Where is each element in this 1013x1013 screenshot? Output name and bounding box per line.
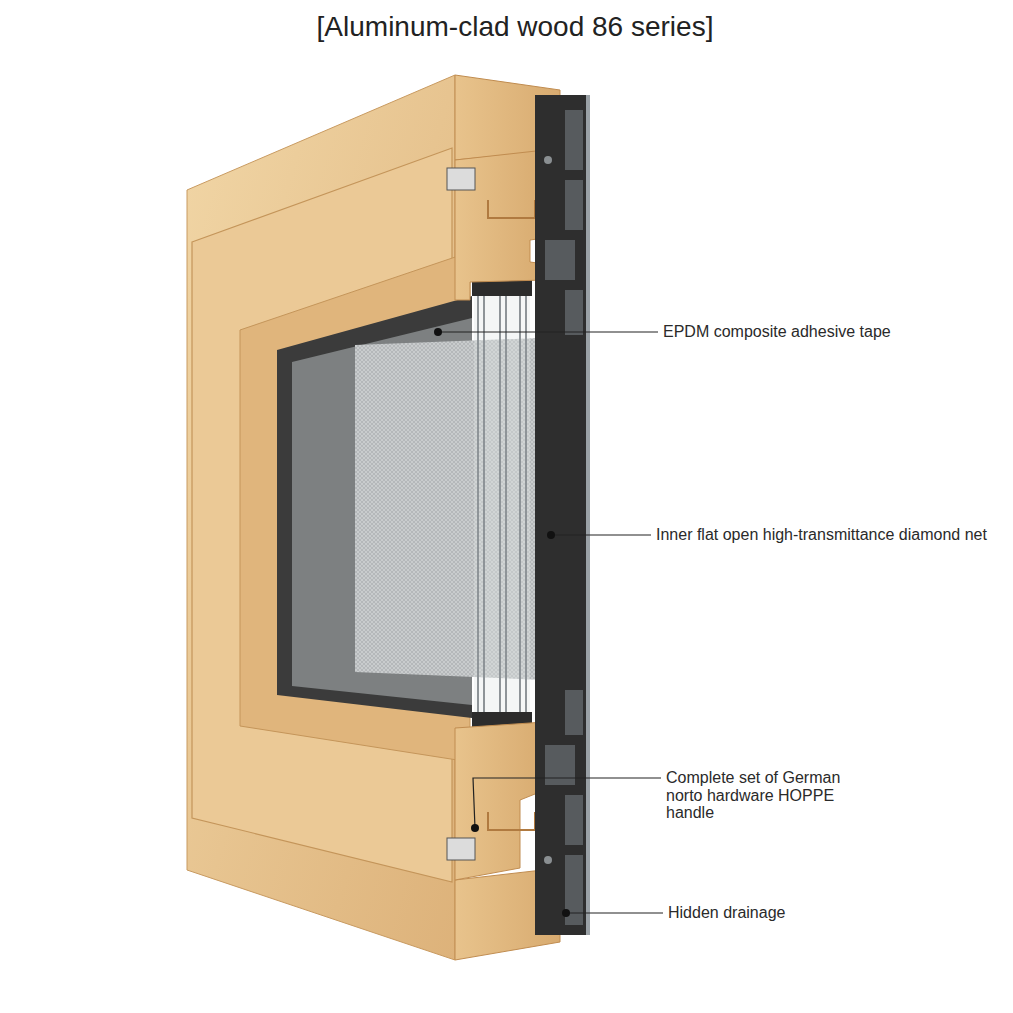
glass-panes: [474, 292, 530, 724]
aluminum-profile: [535, 95, 590, 935]
leader-dots: [434, 328, 570, 917]
groove: [488, 200, 535, 218]
callout-label: EPDM composite adhesive tape: [663, 323, 891, 341]
seal: [447, 838, 475, 860]
callout-label: Inner flat open high-transmittance diamo…: [656, 526, 987, 544]
callout-label: Hidden drainage: [668, 904, 785, 922]
groove: [488, 812, 535, 830]
glass-pane-lines: [478, 292, 526, 725]
leader-lines: [438, 332, 663, 913]
seal: [447, 168, 475, 190]
callout-label: Complete set of German norto hardware HO…: [666, 769, 866, 822]
title: [Aluminum-clad wood 86 series]: [317, 12, 714, 43]
